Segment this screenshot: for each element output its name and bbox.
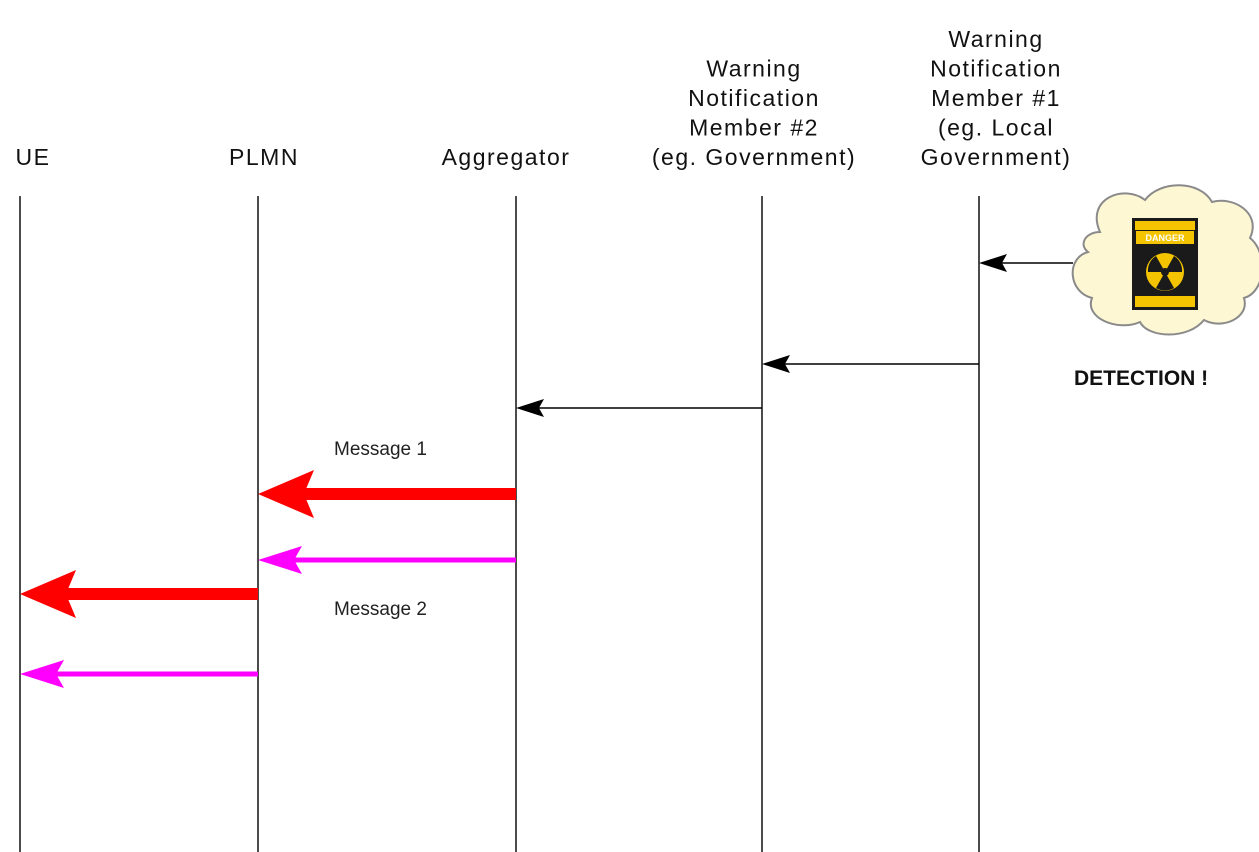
arrowhead: [258, 470, 314, 518]
arrowhead: [258, 546, 302, 574]
participant-label-member2: Warning: [706, 56, 801, 82]
danger-sign-text: DANGER: [1145, 233, 1185, 243]
lifelines: [19, 196, 980, 852]
participant-label-plmn: PLMN: [229, 144, 299, 170]
arrowhead: [20, 570, 76, 618]
message-label: Message 1: [334, 439, 427, 460]
participant-label-aggregator: Aggregator: [442, 144, 571, 170]
message-arrow-aggregator-to-plmn: [258, 546, 516, 574]
arrowhead: [516, 399, 544, 417]
participant-label-member1: Member #1: [931, 85, 1061, 111]
participant-label-member2: Notification: [688, 85, 820, 111]
message-arrow-plmn-to-ue: [20, 570, 258, 618]
radiation-danger-sign-icon: DANGER: [1132, 218, 1198, 310]
participant-label-member2: Member #2: [689, 115, 819, 141]
participant-label-member1: Notification: [930, 56, 1062, 82]
arrowhead: [979, 254, 1007, 272]
detection-cloud: DANGER: [1071, 184, 1259, 336]
message-label: Message 2: [334, 599, 427, 620]
participant-label-ue: UE: [16, 144, 51, 170]
detection-label: DETECTION !: [1074, 367, 1208, 390]
arrowhead: [20, 660, 64, 688]
participant-label-member1: Government): [921, 144, 1072, 170]
message-arrow-detection-to-member1: [979, 254, 1073, 272]
message-arrow-member1-to-member2: [762, 355, 979, 373]
participant-label-member2: (eg. Government): [652, 144, 856, 170]
message-arrow-member2-to-aggregator: [516, 399, 762, 417]
arrowhead: [762, 355, 790, 373]
participant-label-member1: Warning: [948, 26, 1043, 52]
message-arrow-aggregator-to-plmn: [258, 470, 516, 518]
message-arrows: Message 1 Message 2: [20, 254, 1073, 688]
participant-label-member1: (eg. Local: [938, 115, 1054, 141]
message-arrow-plmn-to-ue: [20, 660, 258, 688]
